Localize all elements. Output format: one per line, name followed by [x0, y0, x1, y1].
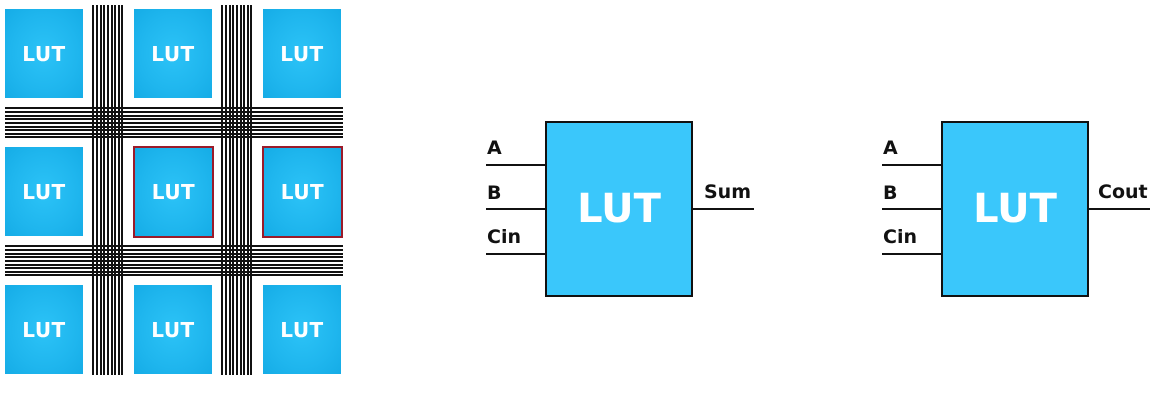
lut-cell-r2-c2: LUT: [263, 285, 341, 374]
horizontal-routing-channel-1: [5, 107, 343, 139]
output-wire-sum: [692, 208, 754, 210]
lut-label: LUT: [22, 317, 66, 342]
input-wire-a: [882, 164, 942, 166]
lut-cell-r2-c0: LUT: [5, 285, 83, 374]
vertical-routing-channel-2: [221, 5, 253, 375]
sum-lut-block: LUT: [545, 121, 693, 297]
input-label-a: A: [487, 137, 502, 159]
lut-label: LUT: [280, 317, 324, 342]
lut-cell-r0-c1: LUT: [134, 9, 212, 98]
lut-cell-r0-c0: LUT: [5, 9, 83, 98]
input-label-b: B: [883, 182, 898, 204]
input-wire-cin: [882, 253, 942, 255]
lut-label: LUT: [151, 317, 195, 342]
lut-cell-r2-c1: LUT: [134, 285, 212, 374]
input-label-cin: Cin: [487, 226, 521, 248]
lut-label: LUT: [280, 41, 324, 66]
lut-label: LUT: [22, 41, 66, 66]
fpga-fabric: LUT LUT LUT LUT LUT LUT LUT LUT LUT: [0, 0, 350, 380]
horizontal-routing-channel-2: [5, 245, 343, 277]
lut-label: LUT: [280, 180, 325, 204]
input-label-a: A: [883, 137, 898, 159]
input-wire-b: [882, 208, 942, 210]
lut-label: LUT: [151, 41, 195, 66]
cout-lut-block: LUT: [941, 121, 1089, 297]
lut-cell-r1-c0: LUT: [5, 147, 83, 236]
input-label-b: B: [487, 182, 502, 204]
input-label-cin: Cin: [883, 226, 917, 248]
lut-cell-r1-c2-selected: LUT: [262, 146, 343, 238]
lut-label: LUT: [973, 186, 1057, 232]
input-wire-a: [486, 164, 546, 166]
lut-cell-r1-c1-selected: LUT: [133, 146, 214, 238]
lut-cell-r0-c2: LUT: [263, 9, 341, 98]
lut-label: LUT: [151, 180, 196, 204]
output-label-sum: Sum: [704, 181, 752, 203]
output-wire-cout: [1088, 208, 1150, 210]
lut-label: LUT: [22, 179, 66, 204]
input-wire-b: [486, 208, 546, 210]
lut-label: LUT: [577, 186, 661, 232]
input-wire-cin: [486, 253, 546, 255]
vertical-routing-channel-1: [92, 5, 124, 375]
output-label-cout: Cout: [1098, 181, 1148, 203]
